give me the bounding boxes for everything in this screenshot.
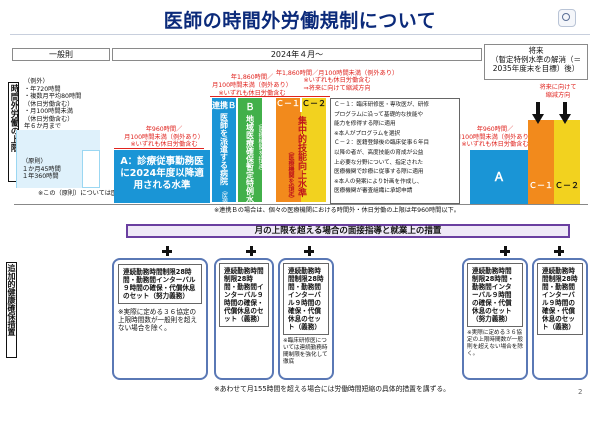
header-future: 将来 （暫定特例水準の解消（＝2035年度末を目標）後） (484, 44, 588, 80)
arrow-down-icon (563, 102, 567, 116)
level-a-bar: A：診療従事勤務医に2024年度以降適用される水準 (114, 150, 210, 203)
panel-future-a-text: 連続勤務時間制限28時間・勤務間インターバル９時間の確保・代償休息のセット（努力… (467, 263, 523, 327)
page-title: 医師の時間外労働規制について (163, 10, 437, 32)
principle-line: １か月45時間 (22, 165, 61, 173)
future-reduce-note: 将来に向けて 縮減方向 (539, 84, 577, 99)
panel-a-text: 連続勤務時間制限28時間・勤務間インターバル９時間の確保・代償休息のセット（努力… (118, 264, 202, 304)
panel-b-text: 連続勤務時間制限28時間・勤務間インターバル９時間の確保・代償休息のセット（義務… (219, 263, 269, 327)
future-960-note: 年960時間／ 月100時間未満（例外あり） (455, 126, 535, 141)
future-c2-bar (554, 120, 580, 204)
header-april: 2024年４月～ (112, 48, 482, 61)
b-bar: Ｂ 地域医療確保暫定特例水準 (238, 98, 262, 211)
baseline (14, 204, 588, 205)
future-a-bar: Ａ (470, 150, 528, 204)
plus-icon (304, 246, 314, 256)
exceptions-line: 年６か月まで (24, 123, 62, 130)
renkei-b-text: （医療機関を指定） (220, 187, 228, 241)
arrow-down-icon (559, 114, 571, 124)
c1-label: Ｃ－１ (276, 98, 300, 112)
panel-future-a-note: ※実際に定める３６協定の上限時間数が一般則を超えない場合を除く。 (467, 330, 523, 357)
principle-list: （原則） １か月45時間 １年360時間 (22, 158, 92, 181)
page-number: 2 (578, 388, 583, 396)
b-text: （医療機関を指定） (257, 120, 264, 174)
c-bar (276, 112, 326, 202)
a-level-line (114, 148, 204, 149)
b-holiday-note: ※いずれも休日労働含む (218, 90, 286, 97)
exceptions-line: （休日労働含む） (24, 115, 74, 123)
renkei-b-bar: 連携Ｂ 医師を派遣する病院 （医療機関を指定） (212, 98, 236, 241)
measures-bar: 月の上限を超える場合の面接指導と就業上の措置 (126, 224, 570, 238)
bc-level-line (210, 96, 330, 97)
future-sub: （暫定特例水準の解消（＝2035年度末を目標）後） (491, 55, 581, 73)
renkei-note: ※連携Ｂの場合は、個々の医療機関における時間外・休日労働の上限は年960時間以下… (214, 207, 460, 214)
plus-icon (554, 246, 564, 256)
c-note-box: Ｃ－１：臨床研修医・専攻医が、研修 プログラムに沿って基礎的な技能や 能力を修得… (330, 98, 460, 204)
panel-a: 連続勤務時間制限28時間・勤務間インターバル９時間の確保・代償休息のセット（努力… (112, 258, 208, 380)
c-note-line: 医療機関で診療に従事する際に適用 (334, 169, 424, 176)
future-c1-bar (528, 120, 554, 204)
arrow-down-icon (532, 114, 544, 124)
c-note-line: ※本人の発案により計画を作成し、 (334, 178, 423, 185)
panel-future-c-text: 連続勤務時間制限28時間・勤務間インターバル９時間の確保・代償休息のセット（義務… (537, 263, 583, 335)
c-note-line: 以降の者が、高度技能の育成が公益 (334, 149, 424, 156)
a-960-note: 年960時間／ 月100時間未満（例外あり） (124, 126, 204, 141)
c-holiday2-note: ※いずれも休日労働含む (303, 77, 371, 84)
c-note-line: プログラムに沿って基礎的な技能や (334, 111, 424, 118)
c-sub: （医療機関を指定） (287, 148, 294, 202)
future-title: 将来 (528, 46, 544, 55)
bottom-note: ※あわせて月155時間を超える場合には労働時間短縮の具体的措置を講ずる。 (214, 385, 450, 393)
plus-icon (246, 246, 256, 256)
b-sub: 地域医療確保暫定特例水準 (245, 115, 255, 211)
c-note-line: 医療機関が審査組織に承認申請 (334, 188, 413, 195)
zoom-icon[interactable] (558, 9, 576, 27)
renkei-b-label: 連携Ｂ (212, 101, 236, 110)
future-c1-label: Ｃ－１ (529, 181, 553, 190)
panel-c: 連続勤務時間制限28時間・勤務間インターバル９時間の確保・代償休息のセット（義務… (278, 258, 334, 380)
c-note-line: Ｃ－２：医籍登録後の臨床従事６年目 (334, 140, 430, 147)
c-note-line: 上必要な分野について、指定された (334, 159, 424, 166)
plus-icon (500, 246, 510, 256)
c-1860-note: 年1,860時間／月100時間未満（例外あり） (275, 70, 399, 77)
panel-b: 連続勤務時間制限28時間・勤務間インターバル９時間の確保・代償休息のセット（義務… (214, 258, 274, 380)
c-note-line: Ｃ－１：臨床研修医・専攻医が、研修 (334, 102, 429, 108)
exceptions-list: （例外） ・年720時間 ・複数月平均80時間 （休日労働含む） ・月100時間… (24, 78, 114, 131)
exceptions-line: （休日労働含む） (24, 100, 74, 108)
c-note-line: ※本人がプログラムを選択 (334, 130, 401, 137)
title-divider (10, 34, 590, 35)
future-holiday-note: ※いずれも休日労働含む (461, 141, 529, 148)
principle-line: （原則） (22, 158, 47, 165)
panel-future-c: 連続勤務時間制限28時間・勤務間インターバル９時間の確保・代償休息のセット（義務… (532, 258, 588, 380)
future-c2-label: Ｃ－２ (555, 181, 579, 190)
principle-line: １年360時間 (22, 173, 59, 180)
health-measures-label: 追加的健康確保措置 (6, 262, 17, 358)
a-holiday-note: ※いずれも休日労働含む (130, 141, 198, 148)
exceptions-line: ・複数月平均80時間 (24, 93, 82, 100)
arrow-down-icon (536, 102, 540, 116)
b-label: Ｂ (245, 103, 255, 113)
plus-icon (162, 246, 172, 256)
panel-a-note: ※実際に定める３６協定の上限時間数が一般則を超えない場合を除く。 (118, 308, 198, 332)
principle-cap (82, 150, 100, 188)
panel-c-note: ※臨床研修医については連続勤務時間制限を強化して徹底 (283, 338, 328, 365)
principle-note: ※この（原則）については医師も同様。 (38, 190, 149, 197)
c-future-note: ⇒将来に向けて縮減方向 (303, 85, 371, 92)
c2-label: Ｃ－２ (302, 98, 326, 112)
panel-c-text: 連続勤務時間制限28時間・勤務間インターバル９時間の確保・代償休息のセット（義務… (283, 263, 329, 335)
exceptions-line: ・月100時間未満 (24, 108, 73, 115)
header-current: 一般則 (12, 48, 110, 61)
b-1860-note: 年1,860時間／ 月100時間未満（例外あり） (212, 74, 292, 89)
renkei-b-sub: 医師を派遣する病院 (219, 113, 229, 185)
c-text: 集中的技能向上水準 (296, 116, 306, 197)
exceptions-line: ・年720時間 (24, 85, 61, 93)
c-note-line: 能力を修得する際に適用 (334, 121, 396, 128)
panel-future-a: 連続勤務時間制限28時間・勤務間インターバル９時間の確保・代償休息のセット（努力… (462, 258, 528, 380)
exceptions-line: （例外） (24, 78, 49, 85)
